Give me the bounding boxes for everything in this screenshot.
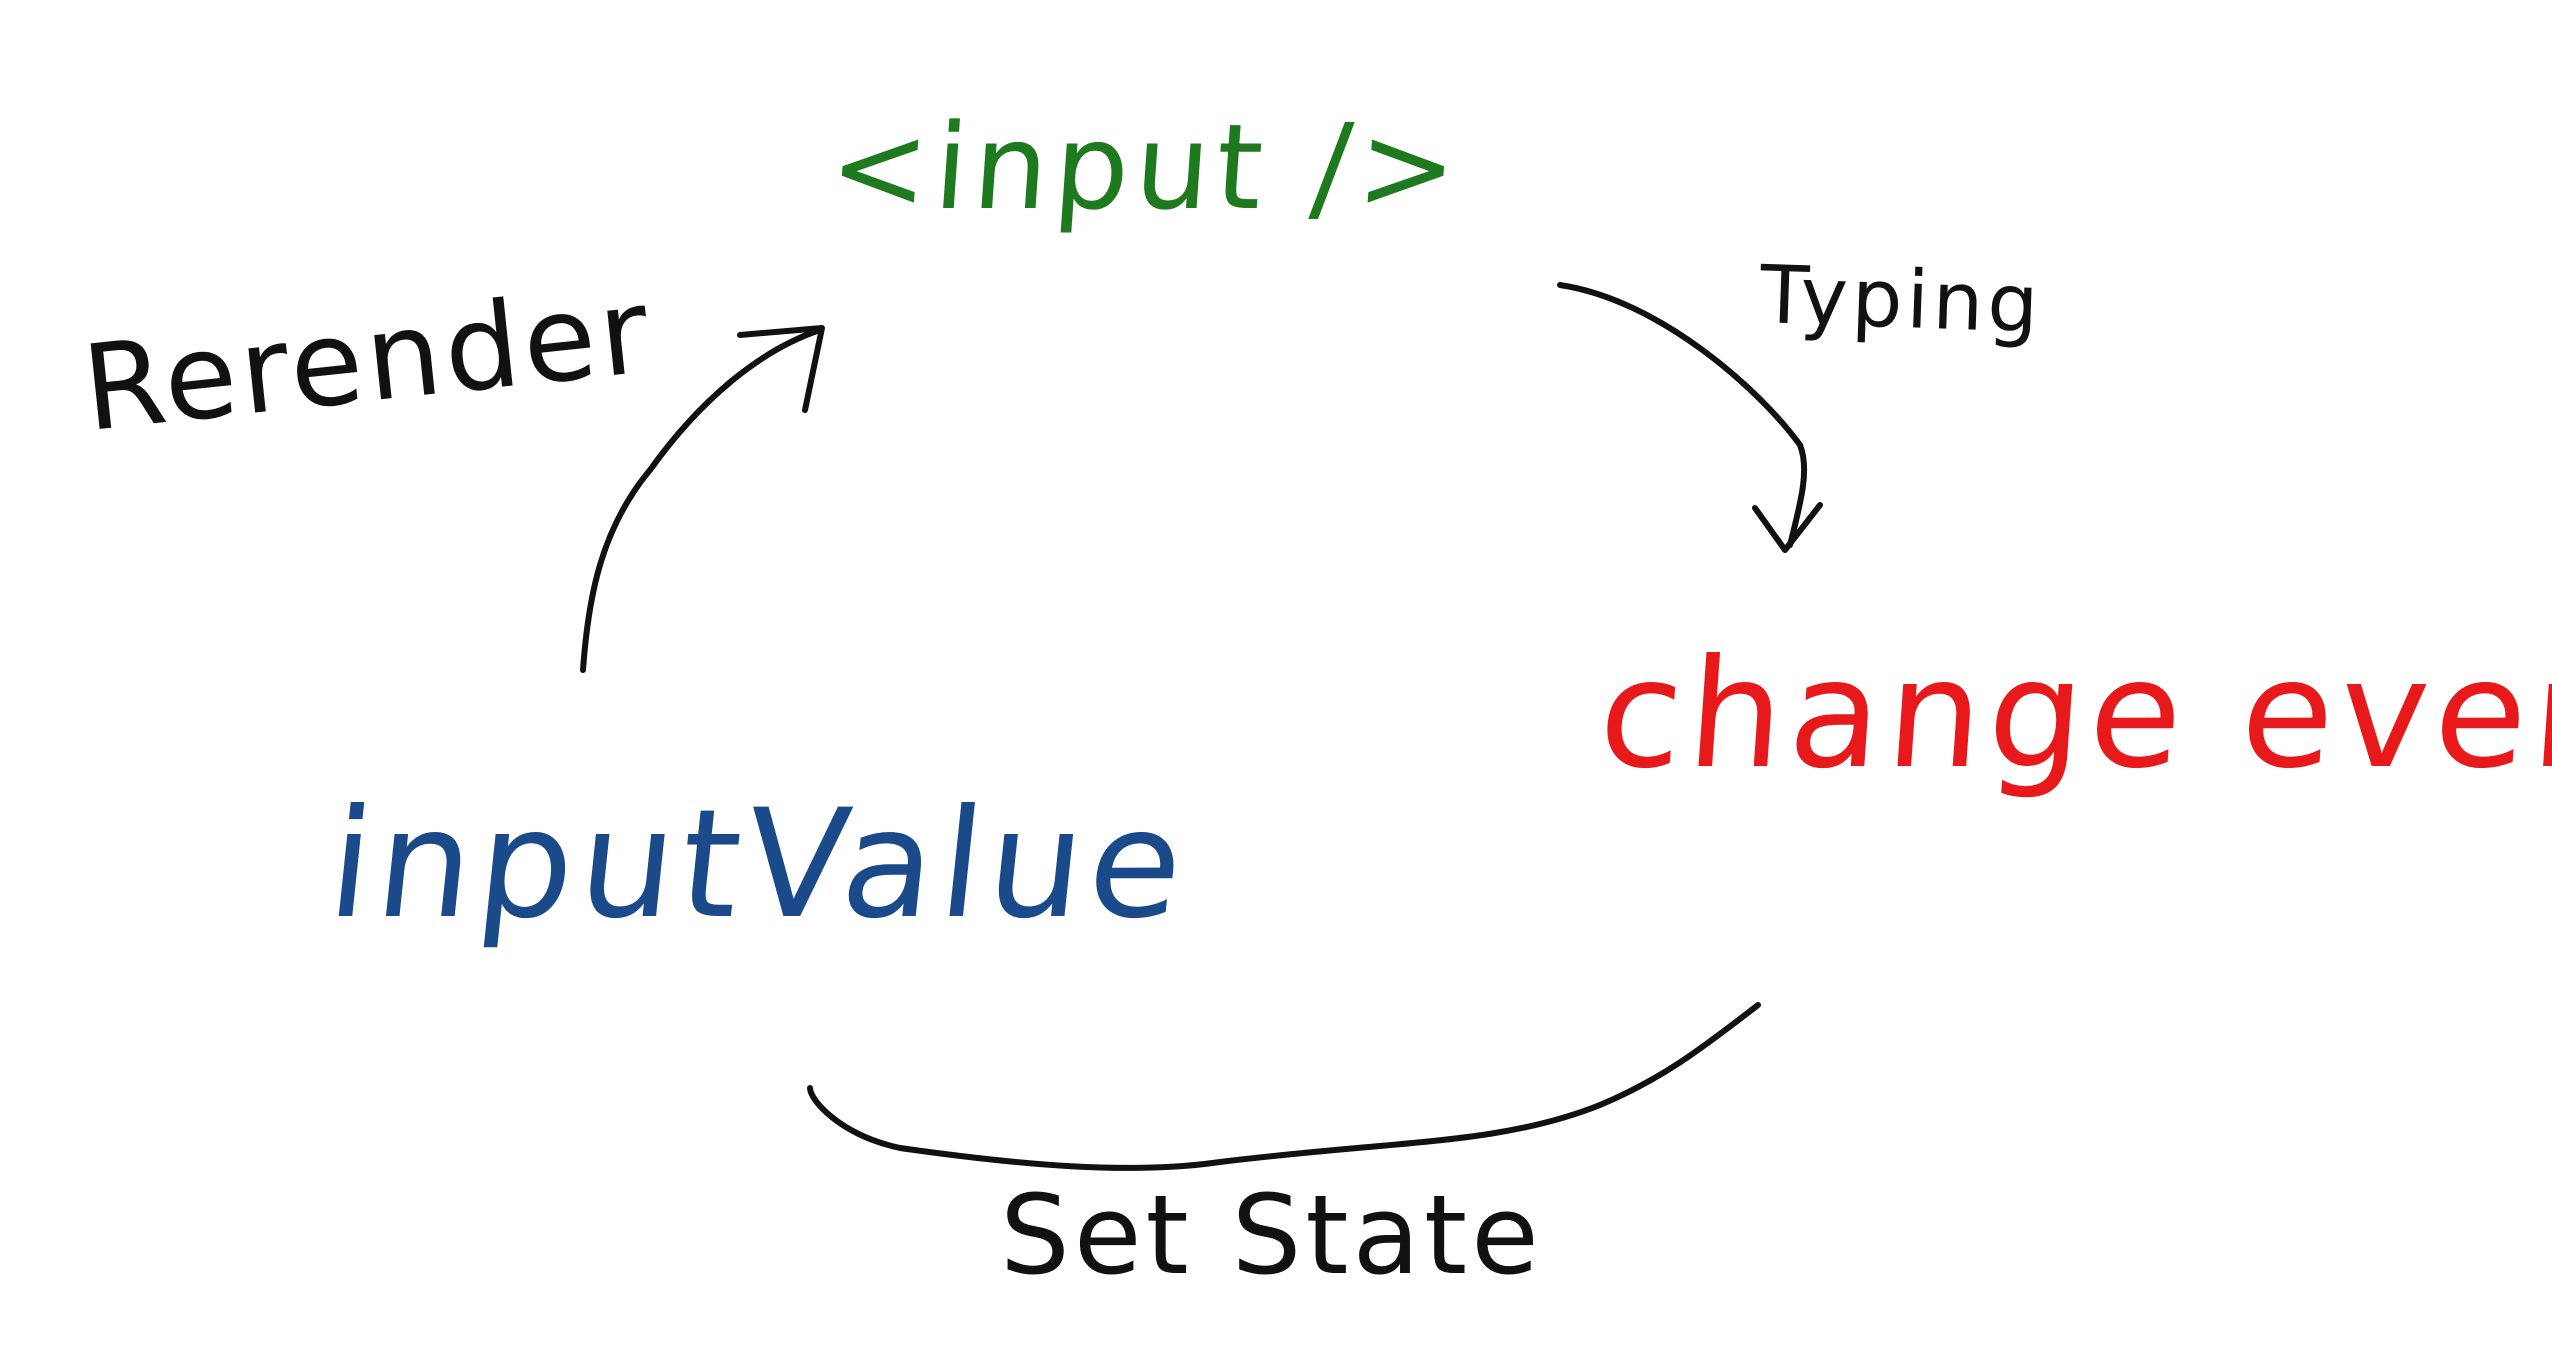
change-event-node: change event [1593, 628, 2552, 802]
typing-arrow-line [1557, 282, 1808, 548]
input-element-node: <input /> [825, 98, 1468, 236]
input-value-node: inputValue [320, 778, 1197, 952]
typing-arrowhead [1752, 502, 1823, 553]
typing-edge-label: Typing [1758, 248, 2044, 351]
rerender-arrow-line [580, 327, 823, 673]
set-state-line [807, 1002, 1761, 1171]
set-state-edge-label: Set State [1000, 1171, 1543, 1299]
rerender-arrowhead [737, 325, 825, 413]
